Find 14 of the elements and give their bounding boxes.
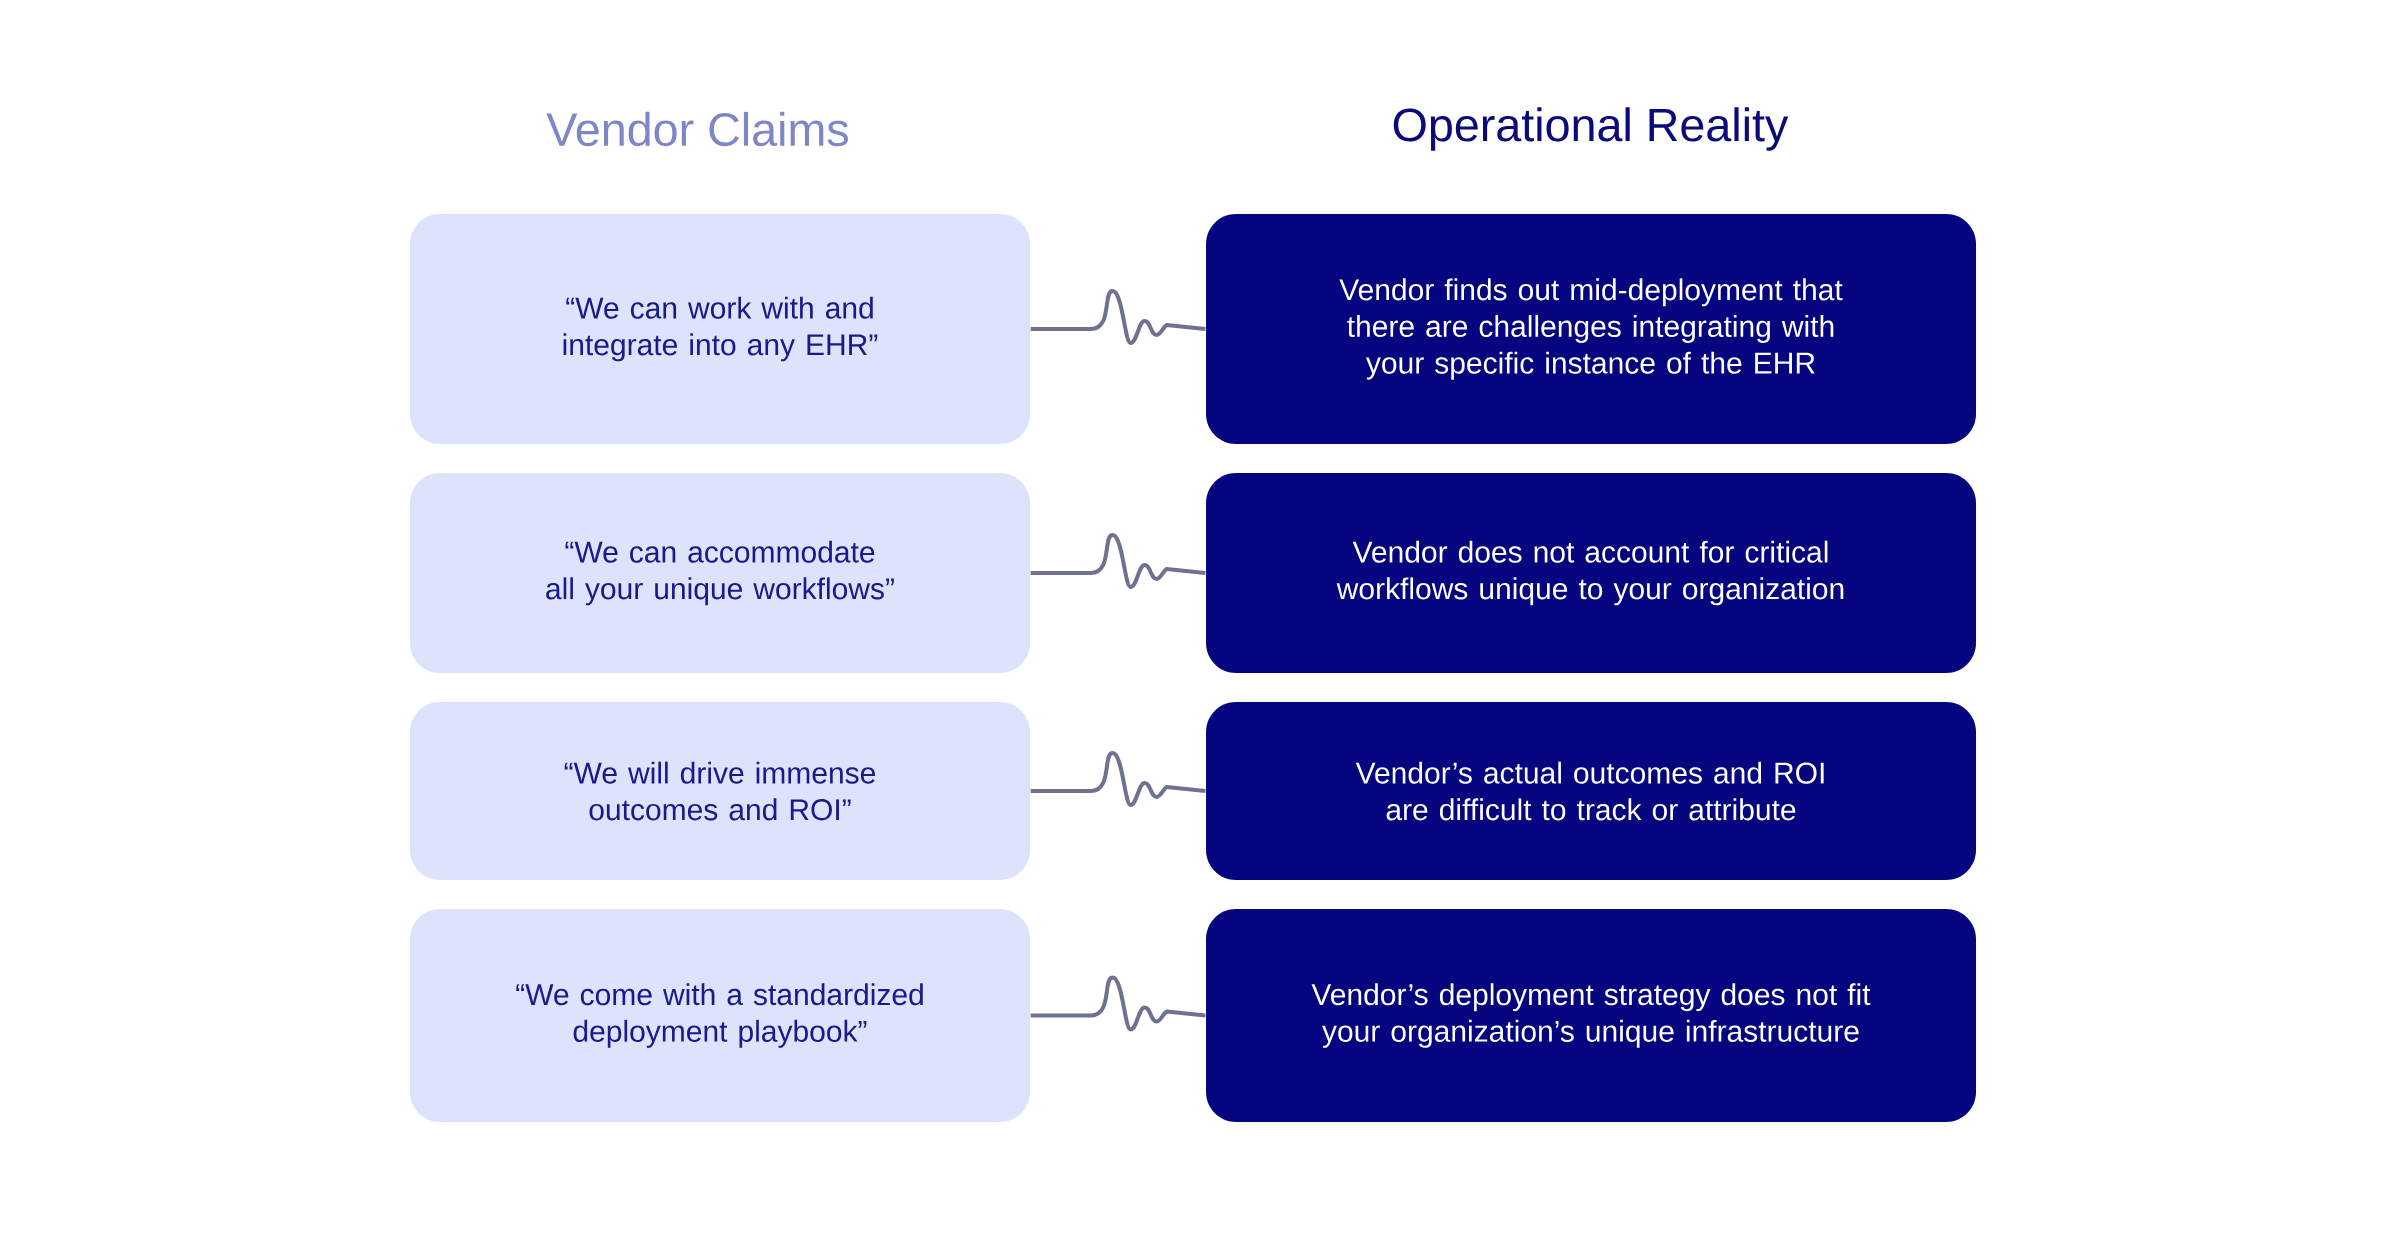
wavy-connector	[1030, 975, 1206, 1032]
claim-box: “We can accommodate all your unique workflows”	[410, 473, 1030, 673]
reality-box: Vendor’s actual outcomes and ROI are difficult to track or attribute	[1206, 702, 1976, 880]
column-heading: Operational Reality	[1393, 107, 1789, 151]
reality-box: Vendor finds out mid-deployment that there are challenges integrating with your specific instance of the EHR	[1206, 214, 1976, 444]
claim-box: “We will drive immense outcomes and ROI”	[410, 702, 1030, 880]
wavy-connector	[1030, 533, 1206, 589]
claim-box: “We can work with and integrate into any EHR”	[410, 214, 1030, 444]
claim-box: “We come with a standardized deployment playbook”	[410, 909, 1030, 1122]
wavy-connector	[1030, 751, 1206, 807]
column-heading: Vendor Claims	[546, 111, 848, 147]
reality-box: Vendor’s deployment strategy does not fit your organization’s unique infrastructure	[1206, 909, 1976, 1122]
wavy-connector	[1030, 289, 1206, 345]
reality-box: Vendor does not account for critical workflows unique to your organization	[1206, 473, 1976, 673]
